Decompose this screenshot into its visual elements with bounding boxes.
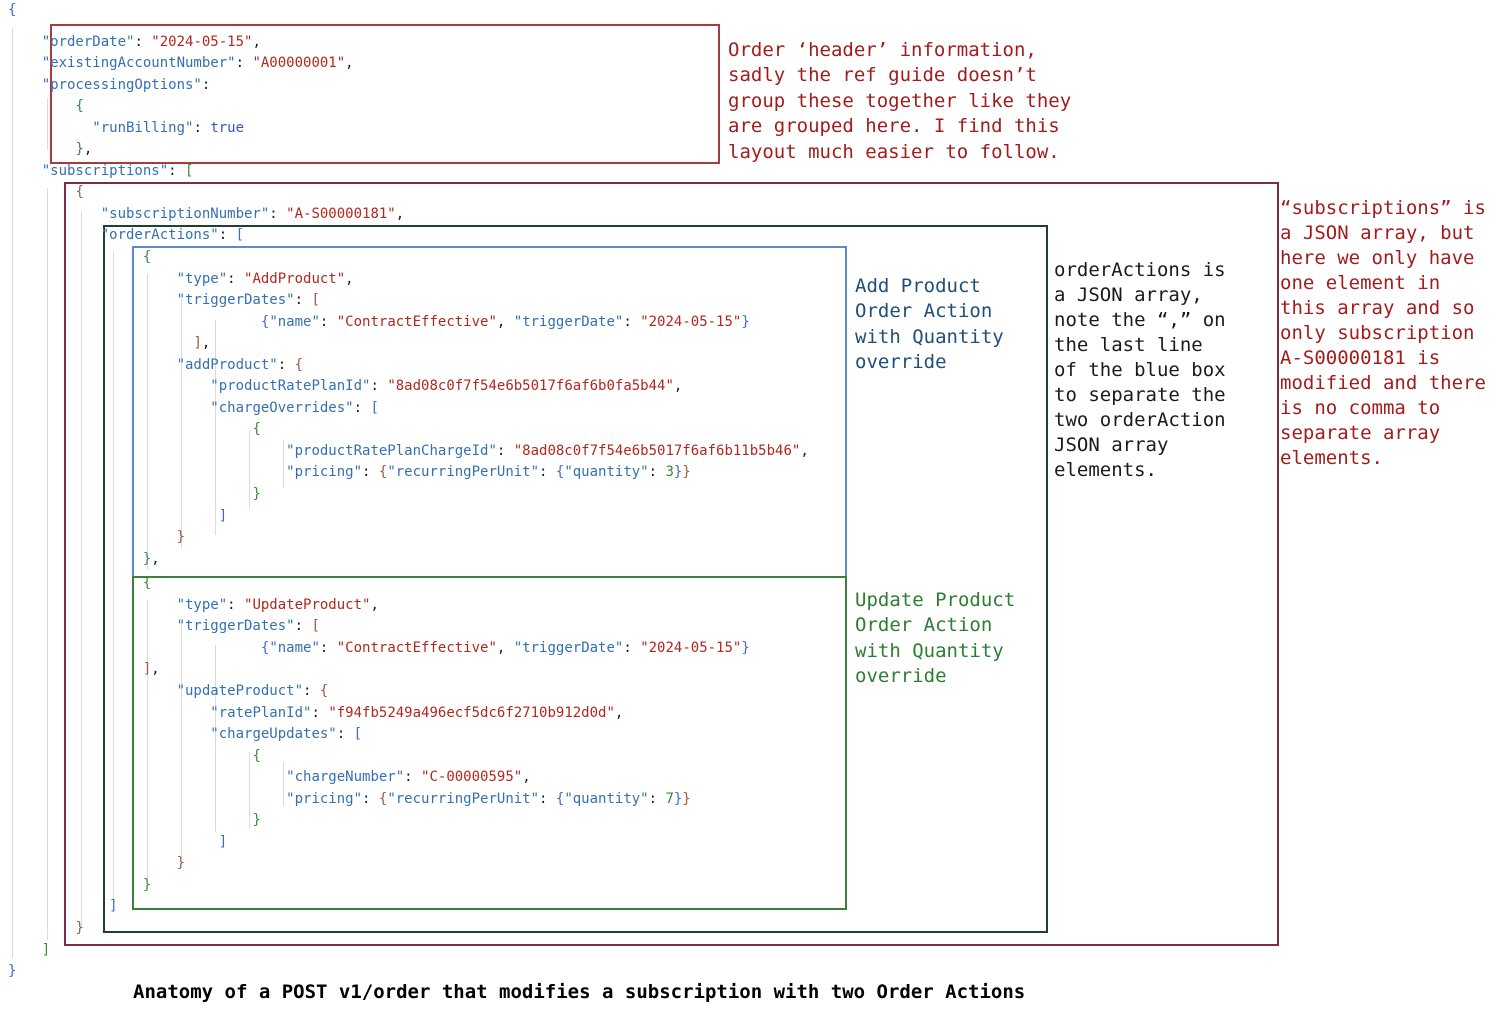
indent-guide (147, 600, 148, 880)
code-line: "runBilling": true (92, 119, 245, 136)
code-line: { (75, 98, 84, 115)
indent-guide (249, 430, 250, 508)
order-header-annotation: Order ‘header’ information, sadly the re… (728, 39, 1072, 163)
code-line: ], (142, 661, 160, 678)
code-line: ], (193, 335, 211, 352)
code-line: } (142, 876, 152, 893)
code-line: }, (142, 550, 160, 567)
code-line: "triggerDates": [ (176, 618, 320, 635)
code-line: "existingAccountNumber": "A00000001", (41, 55, 354, 72)
indent-guide (249, 752, 250, 828)
code-line: "type": "UpdateProduct", (176, 596, 379, 613)
code-line: } (252, 486, 261, 503)
indent-guide (215, 320, 216, 535)
subscription-element-box (64, 182, 1279, 946)
code-block: { "orderDate": "2024-05-15", "existingAc… (8, 2, 809, 985)
code-line: { (142, 575, 152, 592)
code-line: { (75, 184, 84, 201)
indent-guide (181, 622, 182, 858)
order-actions-box (103, 225, 1048, 933)
order-actions-annotation: orderActions is a JSON array, note the “… (1054, 259, 1226, 481)
code-line: "processingOptions": (41, 76, 211, 93)
code-line: {"name": "ContractEffective", "triggerDa… (260, 313, 750, 330)
code-line: "chargeOverrides": [ (210, 399, 379, 416)
code-line: { (252, 747, 261, 764)
indent-guide (113, 252, 114, 902)
indent-guide (283, 762, 284, 806)
code-line: } (176, 529, 186, 546)
code-line: ] (218, 507, 228, 524)
indent-guide (81, 212, 82, 926)
indent-guide (47, 98, 48, 150)
code-line: "subscriptionNumber": "A-S00000181", (100, 205, 405, 222)
code-line: "orderDate": "2024-05-15", (41, 33, 261, 50)
code-line: "chargeNumber": "C-00000595", (286, 769, 531, 786)
indent-guide (181, 298, 182, 548)
code-line: "subscriptions": [ (41, 162, 194, 179)
code-line: ] (109, 898, 118, 915)
figure-caption: Anatomy of a POST v1/order that modifies… (133, 981, 1026, 1003)
code-line: "pricing": {"recurringPerUnit": {"quanti… (286, 790, 691, 807)
code-line: "orderActions": [ (100, 227, 245, 244)
code-line: ] (41, 941, 51, 958)
update-product-annotation: Update Product Order Action with Quantit… (855, 589, 1016, 687)
indent-guide (215, 645, 216, 832)
code-line: "productRatePlanChargeId": "8ad08c0f7f54… (286, 442, 809, 459)
indent-guide (47, 188, 48, 940)
indent-guide (147, 274, 148, 570)
code-line: "updateProduct": { (176, 682, 329, 699)
code-line: "chargeUpdates": [ (210, 726, 363, 743)
code-line: }, (75, 141, 93, 158)
add-product-annotation: Add Product Order Action with Quantity o… (855, 275, 1004, 373)
code-line: } (252, 812, 261, 829)
code-line: } (8, 963, 17, 980)
order-header-fields-box (50, 24, 720, 164)
code-line: "triggerDates": [ (176, 292, 320, 309)
code-line: ] (218, 833, 228, 850)
code-line: { (8, 2, 17, 18)
code-line: } (75, 919, 84, 936)
code-line: } (176, 855, 186, 872)
indent-guide (12, 28, 13, 958)
code-line: "productRatePlanId": "8ad08c0f7f54e6b501… (210, 378, 683, 395)
code-line: { (252, 421, 261, 438)
indent-guide (283, 440, 284, 488)
code-line: "type": "AddProduct", (176, 270, 354, 287)
subscriptions-annotation: “subscriptions” is a JSON array, but her… (1280, 197, 1486, 469)
code-line: "ratePlanId": "f94fb5249a496ecf5dc6f2710… (210, 704, 624, 721)
code-line: "addProduct": { (176, 356, 304, 373)
update-product-action-box (132, 576, 847, 910)
code-line: { (142, 249, 152, 266)
code-line: "pricing": {"recurringPerUnit": {"quanti… (286, 464, 691, 481)
code-line: {"name": "ContractEffective", "triggerDa… (260, 639, 750, 656)
